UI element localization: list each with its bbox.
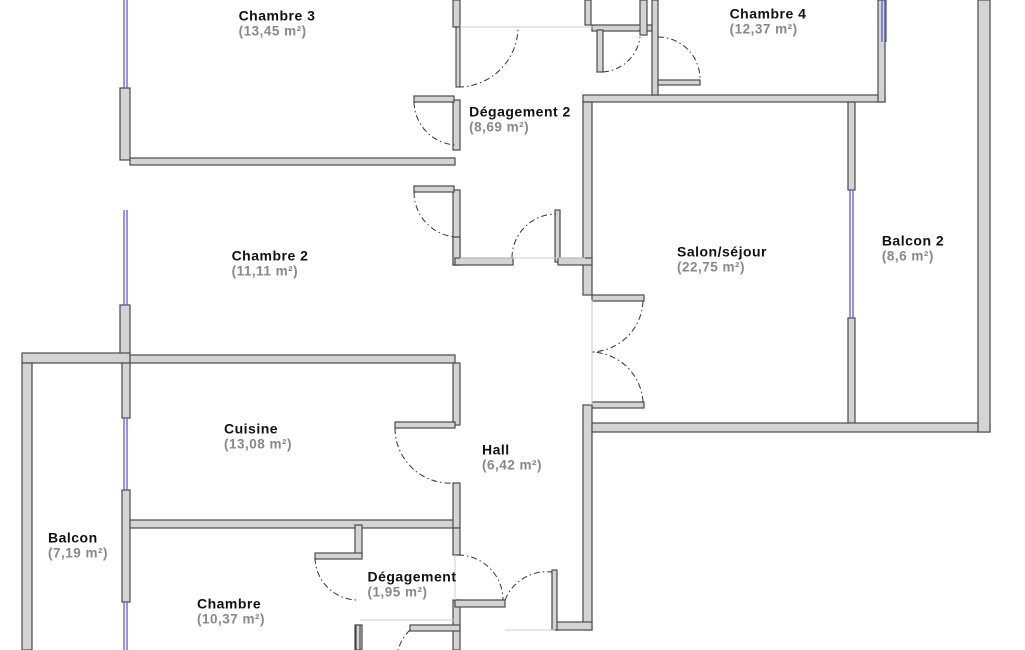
room-label-balcon: Balcon (7,19 m²) <box>48 530 108 561</box>
room-area: (13,45 m²) <box>238 23 307 39</box>
room-name: Cuisine <box>223 420 279 437</box>
door-swing <box>591 351 644 403</box>
room-area: (11,11 m²) <box>231 263 299 279</box>
room-name: Hall <box>481 441 510 458</box>
door-swing <box>314 557 358 601</box>
room-area: (7,19 m²) <box>47 545 109 561</box>
wall <box>413 185 455 193</box>
door-leaf <box>455 26 461 88</box>
room-label-hall: Hall (6,42 m²) <box>482 442 542 473</box>
room-name: Dégagement <box>367 568 457 585</box>
wall <box>409 624 461 632</box>
door-swing <box>602 36 641 73</box>
wall <box>454 257 514 266</box>
wall <box>452 482 461 529</box>
wall <box>314 552 363 560</box>
room-area: (8,69 m²) <box>469 119 530 135</box>
room-area: (1,95 m²) <box>367 584 428 600</box>
wall <box>557 257 593 266</box>
room-label-chambre-3: Chambre 3 (13,45 m²) <box>239 8 316 39</box>
room-label-degagement: Dégagement (1,95 m²) <box>367 569 456 600</box>
room-label-chambre-2: Chambre 2 (11,11 m²) <box>232 248 309 279</box>
wall <box>119 87 131 161</box>
door-swing <box>511 213 557 259</box>
wall <box>847 317 856 426</box>
room-name: Balcon 2 <box>881 232 945 249</box>
wall <box>129 519 456 529</box>
door-swing <box>591 300 644 353</box>
room-name: Dégagement 2 <box>469 103 571 120</box>
door-swing <box>413 191 457 238</box>
wall <box>452 527 461 556</box>
room-name: Chambre 3 <box>238 7 316 24</box>
wall <box>413 95 455 103</box>
room-area: (6,42 m²) <box>481 457 543 473</box>
room-label-degagement-2: Dégagement 2 (8,69 m²) <box>469 104 571 135</box>
room-name: Chambre 4 <box>729 5 807 22</box>
wall <box>21 352 131 364</box>
room-area: (12,37 m²) <box>729 21 798 37</box>
door-leaf <box>355 624 361 650</box>
room-label-balcon-2: Balcon 2 (8,6 m²) <box>882 233 944 264</box>
room-label-cuisine: Cuisine (13,08 m²) <box>224 421 292 452</box>
wall <box>129 354 456 364</box>
room-area: (13,08 m²) <box>223 436 293 452</box>
room-label-salon-sejour: Salon/séjour (22,75 m²) <box>677 244 767 275</box>
wall <box>129 157 456 166</box>
door-swing <box>413 101 457 146</box>
wall <box>596 29 604 73</box>
wall <box>452 0 461 28</box>
wall <box>21 362 33 650</box>
wall <box>657 79 701 86</box>
wall <box>977 0 991 433</box>
room-area: (10,37 m²) <box>196 611 266 627</box>
room-label-chambre: Chambre (10,37 m²) <box>197 596 265 627</box>
door-swing <box>394 427 454 484</box>
wall <box>452 362 461 426</box>
wall <box>847 101 856 191</box>
door-swing <box>504 571 553 601</box>
room-name: Salon/séjour <box>676 243 768 260</box>
wall <box>554 209 561 263</box>
wall <box>121 489 131 603</box>
wall <box>582 101 593 296</box>
room-name: Balcon <box>47 529 98 546</box>
door-swing <box>457 26 519 88</box>
wall <box>394 421 456 429</box>
wall <box>639 0 648 36</box>
room-area: (8,6 m²) <box>881 248 934 264</box>
wall <box>582 404 593 631</box>
wall <box>584 0 592 26</box>
room-area: (22,75 m²) <box>676 259 746 275</box>
room-name: Chambre 2 <box>231 247 309 264</box>
wall <box>554 621 593 631</box>
wall <box>591 294 645 302</box>
door-swing <box>657 36 701 81</box>
wall <box>591 422 991 433</box>
wall <box>121 362 131 419</box>
door-swing <box>397 629 411 650</box>
wall <box>582 94 886 103</box>
wall <box>551 569 558 631</box>
wall <box>454 599 506 608</box>
door-swing <box>457 554 504 601</box>
wall <box>354 524 363 558</box>
room-label-chambre-4: Chambre 4 (12,37 m²) <box>730 6 807 37</box>
wall <box>591 401 645 409</box>
wall <box>877 0 886 103</box>
wall <box>452 99 461 151</box>
room-name: Chambre <box>196 595 262 612</box>
wall <box>651 0 659 96</box>
